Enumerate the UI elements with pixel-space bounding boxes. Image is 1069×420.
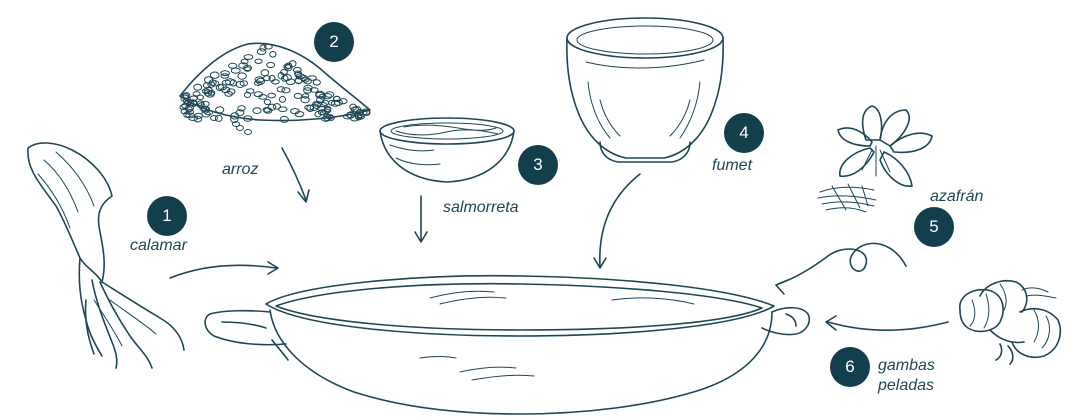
rice-grain: [301, 97, 309, 103]
rice-grain: [279, 97, 285, 103]
salmorreta-bowl-illustration: [380, 118, 514, 182]
shrimp-illustration: [960, 281, 1061, 364]
rice-grain: [238, 73, 246, 79]
rice-grain: [216, 107, 224, 113]
rice-grain: [244, 55, 253, 60]
rice-grain: [229, 63, 237, 68]
saffron-flower-illustration: [818, 106, 932, 212]
rice-grain: [270, 52, 276, 58]
rice-grain: [294, 93, 301, 98]
step-5-label: azafrán: [930, 187, 983, 207]
rice-grain: [255, 59, 262, 63]
rice-grain: [280, 116, 288, 122]
step-6-label-line-1: gambas: [878, 357, 935, 374]
rice-grain: [257, 49, 266, 55]
fumet-glass-illustration: [567, 18, 723, 162]
rice-grain: [245, 130, 252, 135]
rice-grain: [221, 74, 229, 78]
rice-grain: [197, 95, 203, 100]
step-1-badge: 1: [147, 196, 187, 236]
rice-grain: [211, 116, 218, 121]
step-4-badge: 4: [724, 113, 764, 153]
rice-grain: [194, 84, 202, 90]
step-5-badge: 5: [914, 207, 954, 247]
rice-grain: [268, 93, 276, 98]
rice-grain: [340, 99, 347, 104]
rice-grain: [325, 92, 333, 98]
step-6-label-line-2: peladas: [878, 377, 934, 394]
rice-grain: [254, 92, 263, 97]
step-3-badge: 3: [518, 145, 558, 185]
step-4-label: fumet: [712, 156, 752, 176]
rice-grain: [264, 99, 270, 104]
step-1-label: calamar: [130, 236, 187, 256]
rice-grain: [237, 126, 244, 131]
rice-grain: [282, 88, 290, 93]
rice-grain: [261, 70, 269, 76]
step-2-badge: 2: [314, 22, 354, 62]
paella-pan-illustration: [205, 276, 809, 414]
step-3-label: salmorreta: [443, 198, 519, 218]
rice-grain: [267, 62, 275, 67]
rice-grain: [253, 108, 261, 114]
step-6-label: gambas peladas: [878, 356, 935, 396]
step-2-label: arroz: [222, 160, 258, 180]
step-6-badge: 6: [830, 347, 870, 387]
